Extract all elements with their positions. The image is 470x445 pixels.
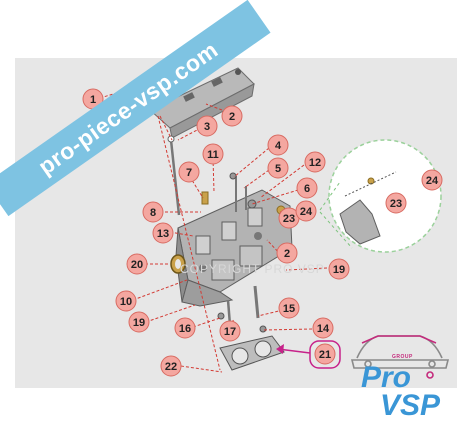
callout-label: 8 bbox=[150, 207, 156, 219]
callout: 23 bbox=[278, 207, 300, 229]
copyright-watermark: COPYRIGHT PRO VSP bbox=[180, 262, 325, 276]
callout: 5 bbox=[267, 157, 289, 179]
callout: 23 bbox=[385, 192, 407, 214]
callout-label: 10 bbox=[120, 296, 132, 308]
callout: 7 bbox=[178, 161, 200, 183]
callout-label: 12 bbox=[309, 157, 321, 169]
logo-group-label: GROUP bbox=[392, 354, 413, 360]
callout-label: 2 bbox=[284, 248, 290, 260]
valve-parts bbox=[201, 172, 286, 333]
logo-line1: Pro bbox=[361, 361, 412, 394]
callout-label: 24 bbox=[300, 206, 313, 218]
callout-label: 15 bbox=[283, 303, 295, 315]
callout-label: 22 bbox=[165, 361, 177, 373]
callout-label: 2 bbox=[229, 111, 235, 123]
car-logo-icon bbox=[350, 335, 450, 369]
callout-label: 4 bbox=[275, 140, 282, 152]
callout: 15 bbox=[278, 297, 300, 319]
callout: 2 bbox=[221, 105, 243, 127]
oil-seal-part bbox=[170, 254, 186, 274]
rocker-cover-part bbox=[149, 67, 255, 139]
callout: 3 bbox=[196, 115, 218, 137]
callout-label: 19 bbox=[133, 317, 145, 329]
callout-21-arrowhead bbox=[276, 344, 284, 354]
callout: 6 bbox=[296, 177, 318, 199]
callout: 11 bbox=[202, 143, 224, 165]
callout: 10 bbox=[115, 290, 137, 312]
callout-label: 23 bbox=[283, 213, 295, 225]
callout: 19 bbox=[128, 311, 150, 333]
callout: 20 bbox=[126, 253, 148, 275]
callout: 12 bbox=[304, 151, 326, 173]
callout: 24 bbox=[295, 200, 317, 222]
callout-label: 11 bbox=[207, 149, 219, 161]
callout: 21 bbox=[314, 343, 336, 365]
callout-label: 14 bbox=[317, 323, 330, 335]
callout-label: 7 bbox=[186, 167, 192, 179]
callout-label: 23 bbox=[390, 198, 402, 210]
detail-inset bbox=[319, 139, 442, 253]
callout: 8 bbox=[142, 201, 164, 223]
logo-dot bbox=[426, 371, 434, 379]
callout: 19 bbox=[328, 258, 350, 280]
callout-label: 3 bbox=[204, 121, 210, 133]
callout-label: 24 bbox=[426, 175, 439, 187]
logo-line2: VSP bbox=[380, 389, 441, 422]
callout: 24 bbox=[421, 169, 443, 191]
callout-label: 1 bbox=[90, 94, 96, 106]
callout: 2 bbox=[276, 242, 298, 264]
cylinder-head-part bbox=[175, 189, 293, 307]
callout-label: 13 bbox=[157, 228, 169, 240]
callout: 14 bbox=[312, 317, 334, 339]
callout-label: 16 bbox=[179, 323, 191, 335]
callout-label: 19 bbox=[333, 264, 345, 276]
callout: 13 bbox=[152, 222, 174, 244]
callout-label: 17 bbox=[224, 326, 236, 338]
callout: 4 bbox=[267, 134, 289, 156]
callout-label: 21 bbox=[319, 349, 331, 361]
callout-label: 20 bbox=[131, 259, 143, 271]
highlight-21 bbox=[309, 340, 341, 369]
callout: 16 bbox=[174, 317, 196, 339]
callout: 22 bbox=[160, 355, 182, 377]
head-gasket-part bbox=[219, 335, 285, 371]
callout: 17 bbox=[219, 320, 241, 342]
callout-label: 6 bbox=[304, 183, 310, 195]
callout-label: 5 bbox=[275, 163, 281, 175]
